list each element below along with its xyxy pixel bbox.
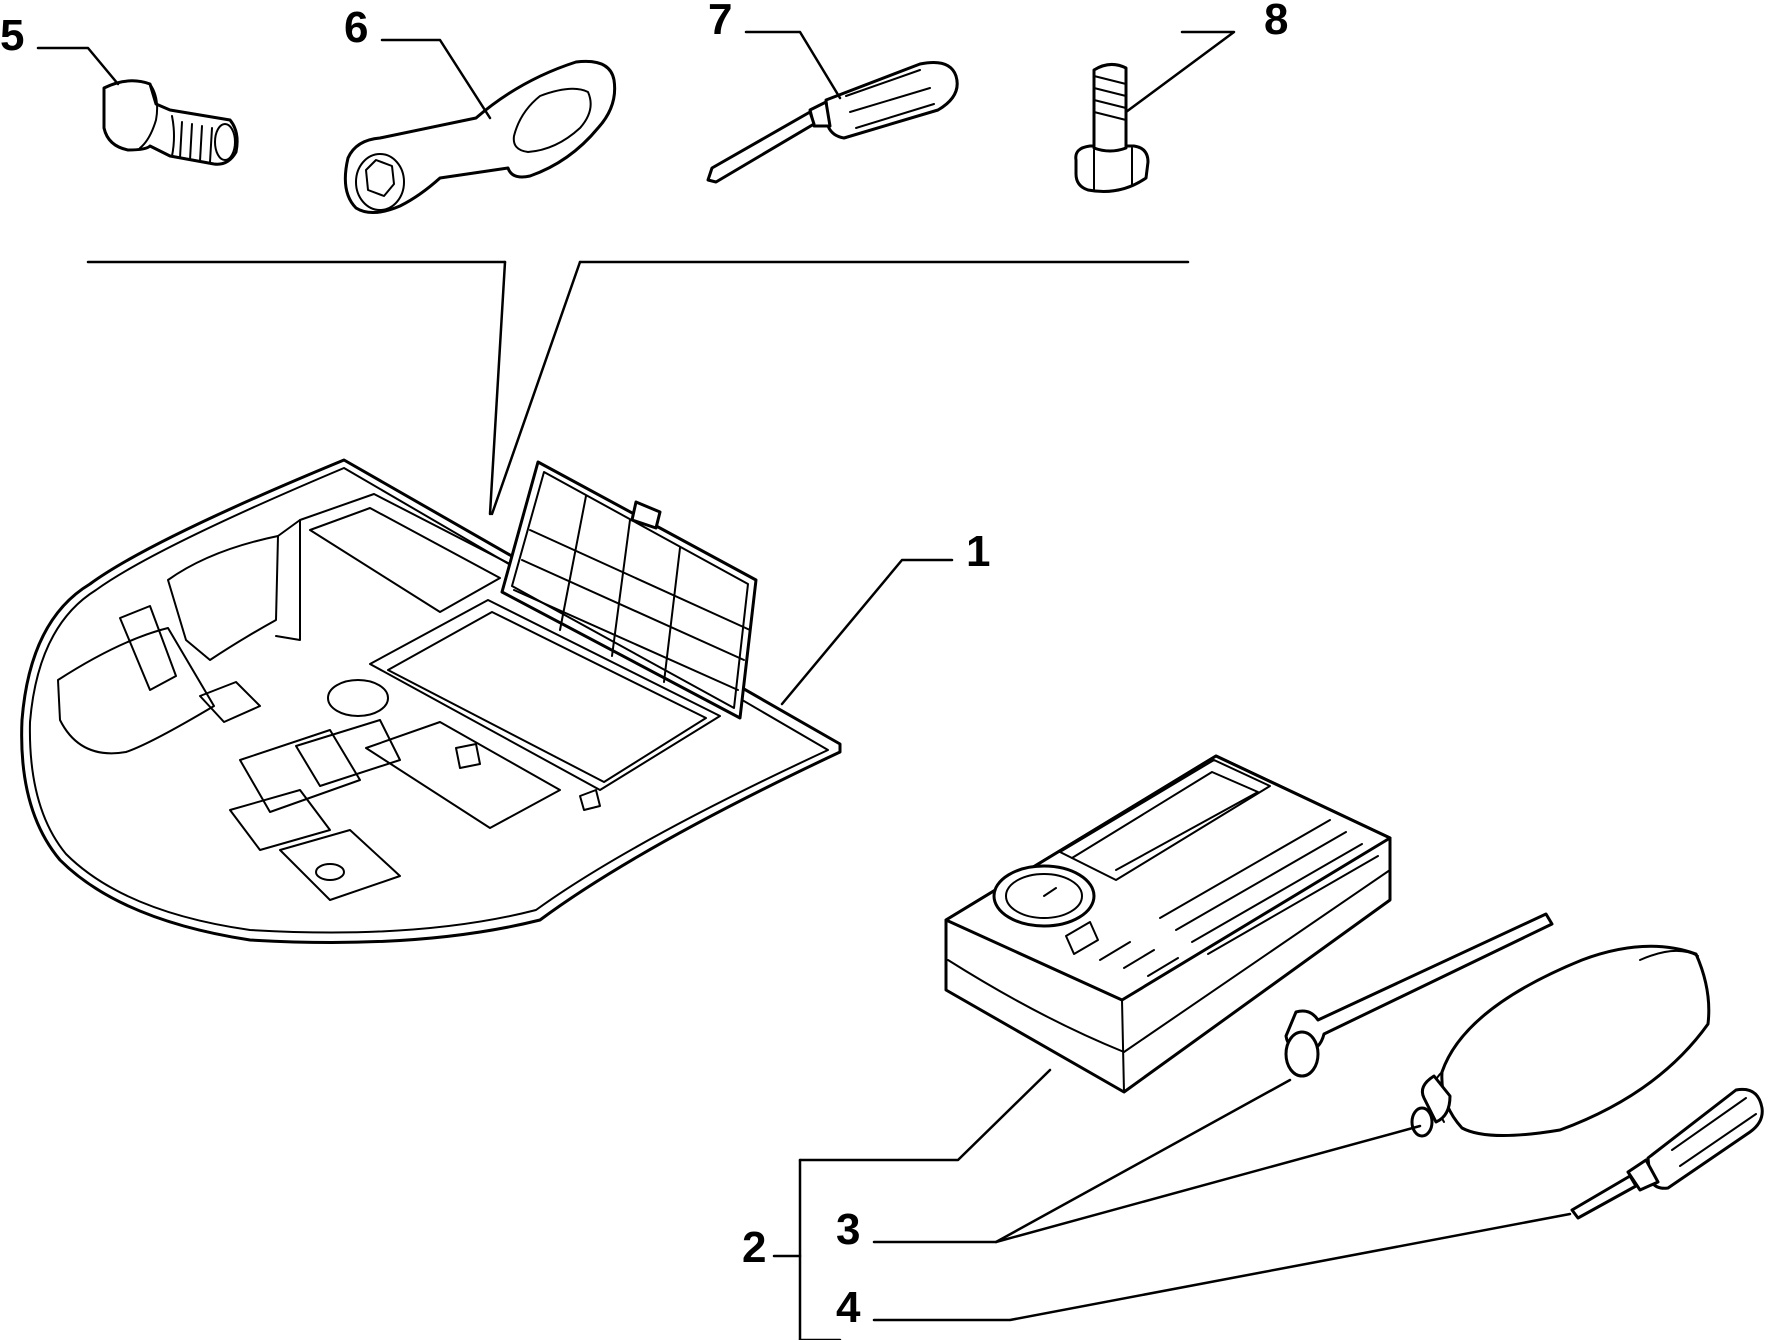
callout-3: 3 [836,1205,860,1254]
callout-1: 1 [966,527,990,576]
leader-lines [36,30,1572,1340]
callout-6: 6 [344,3,368,52]
part-7-screwdriver [706,61,959,184]
callout-labels: 5 6 7 8 1 2 3 4 [0,0,1288,1332]
callout-5: 5 [0,11,24,60]
callout-4: 4 [836,1283,861,1332]
callout-7: 7 [708,0,732,44]
callout-8: 8 [1264,0,1288,44]
part-3-hose [1284,912,1554,1078]
small-parts-bracket [86,260,1190,516]
part-8-bolt [1074,63,1150,193]
part-1-storage-tray [20,458,842,944]
part-3-sealant-bottle [1410,944,1711,1138]
part-2-compressor [944,754,1392,1094]
part-6-wheel-wrench [343,59,617,214]
callout-2: 2 [742,1223,766,1272]
part-5-valve-adapter [102,79,239,166]
part-4-valve-tool [1570,1087,1764,1220]
